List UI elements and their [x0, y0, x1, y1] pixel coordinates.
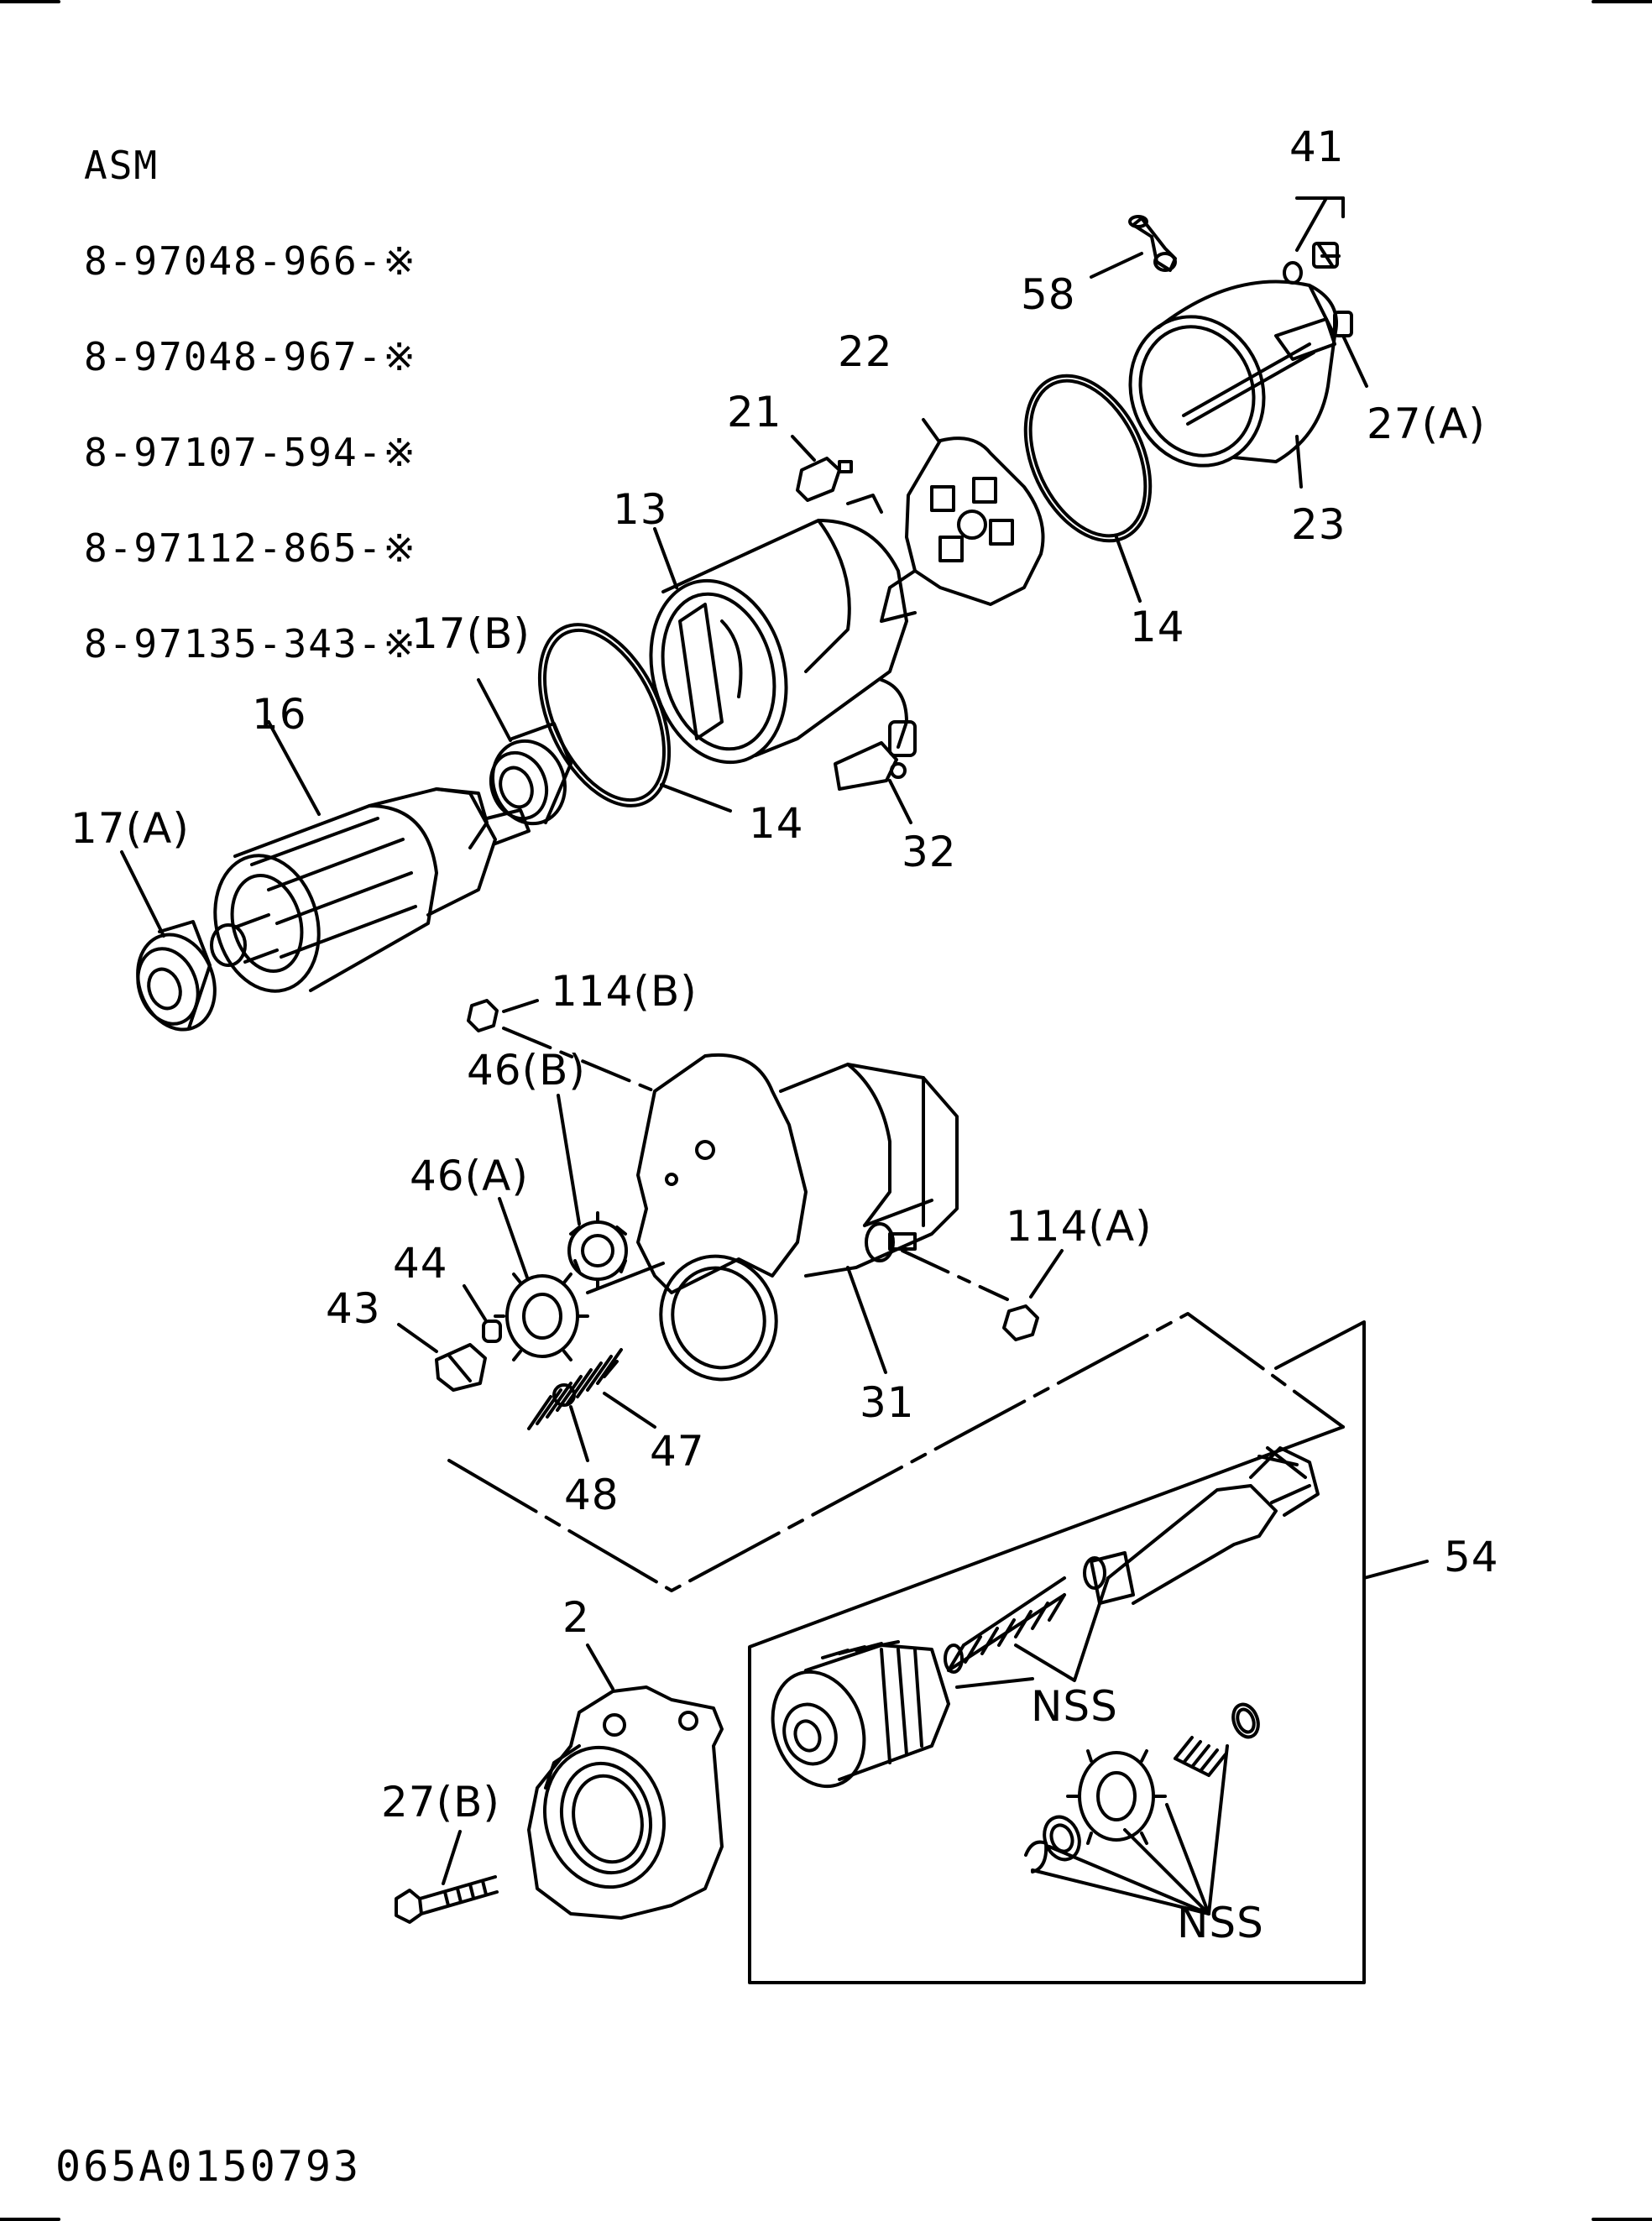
callout-46B: 46(B): [467, 1046, 586, 1095]
callout-44: 44: [393, 1239, 448, 1288]
callout-13: 13: [613, 485, 668, 534]
part-2-drive-housing: [527, 1644, 724, 1920]
assembly-part-number: 8-97048-967-※: [84, 334, 417, 379]
callout-27B: 27(B): [381, 1778, 500, 1826]
callout-2: 2: [562, 1593, 590, 1642]
part-31-housing: [636, 1053, 1009, 1382]
callout-14-lower: 14: [749, 799, 804, 848]
callout-114A: 114(A): [1006, 1202, 1153, 1251]
assembly-part-number: 8-97135-343-※: [84, 621, 417, 666]
part-48-ball: [552, 1383, 576, 1407]
leader-27A: [1341, 334, 1368, 388]
callout-23: 23: [1291, 500, 1346, 549]
part-17A-bearing: [120, 850, 217, 1032]
part-23-end-cover: [1128, 280, 1353, 489]
part-clutch-assembly: [771, 1640, 950, 1789]
callout-48: 48: [564, 1471, 620, 1519]
subassembly-boundary: [447, 1312, 1345, 1592]
part-114B-nut: [467, 999, 656, 1093]
part-58-bolt: [1090, 215, 1177, 279]
callout-27A: 27(A): [1367, 400, 1486, 448]
callout-47: 47: [650, 1427, 705, 1476]
part-32-terminal: [834, 678, 917, 824]
callout-14-upper: 14: [1130, 603, 1185, 651]
part-41-screw: [1283, 196, 1345, 285]
leader-48: [569, 1405, 589, 1462]
part-pinion-shaft: [1083, 1446, 1320, 1605]
part-16-armature: [210, 720, 531, 993]
assembly-part-number: 8-97112-865-※: [84, 525, 417, 571]
callout-58: 58: [1021, 270, 1076, 319]
leader-14b: [660, 783, 732, 813]
callout-16: 16: [252, 690, 307, 739]
callout-43: 43: [326, 1284, 381, 1333]
part-22-brush-holder: [880, 418, 1045, 623]
callout-114B: 114(B): [551, 967, 698, 1016]
callout-17B: 17(B): [411, 609, 531, 658]
part-46A-gear: [494, 1197, 665, 1361]
part-54-clutch-kit-box: [748, 1320, 1429, 1984]
part-14-oring-upper-inner: [1028, 379, 1148, 538]
assembly-part-numbers: ASM 8-97048-966-※ 8-97048-967-※ 8-97107-…: [84, 86, 417, 692]
callout-46A: 46(A): [410, 1152, 529, 1200]
callout-54: 54: [1444, 1533, 1499, 1581]
leader-NSS-1b: [1014, 1576, 1110, 1682]
part-clutch-spring: [944, 1576, 1066, 1674]
part-43-retainer: [397, 1323, 487, 1392]
leader-114A: [1029, 1249, 1064, 1299]
part-46B-gear: [557, 1094, 628, 1290]
callout-32: 32: [902, 828, 957, 876]
callout-NSS-upper: NSS: [1031, 1682, 1118, 1731]
part-NSS-small-parts: [1024, 1702, 1260, 1915]
part-13-field-frame: [649, 494, 908, 765]
part-47-spring: [527, 1348, 656, 1430]
assembly-heading: ASM: [84, 143, 159, 188]
leader-14a: [1115, 536, 1142, 603]
part-14-oring-lower: [537, 623, 672, 807]
assembly-part-number: 8-97107-594-※: [84, 430, 417, 475]
part-114A-nut: [1002, 1304, 1039, 1341]
callout-17A: 17(A): [71, 804, 190, 853]
part-21-brush: [791, 435, 853, 502]
assembly-part-number: 8-97048-966-※: [84, 238, 417, 284]
callout-41: 41: [1289, 123, 1345, 171]
part-14-oring-upper: [1023, 374, 1153, 543]
callout-NSS-lower: NSS: [1177, 1899, 1264, 1947]
callout-21: 21: [727, 388, 782, 436]
part-27B-bolt: [395, 1830, 499, 1924]
leader-NSS-1a: [955, 1677, 1034, 1689]
callout-22: 22: [838, 327, 893, 376]
callout-31: 31: [860, 1378, 915, 1427]
diagram-code: 065A0150793: [55, 2142, 362, 2191]
part-17B-bearing: [477, 678, 572, 826]
part-44-pin: [463, 1284, 502, 1343]
